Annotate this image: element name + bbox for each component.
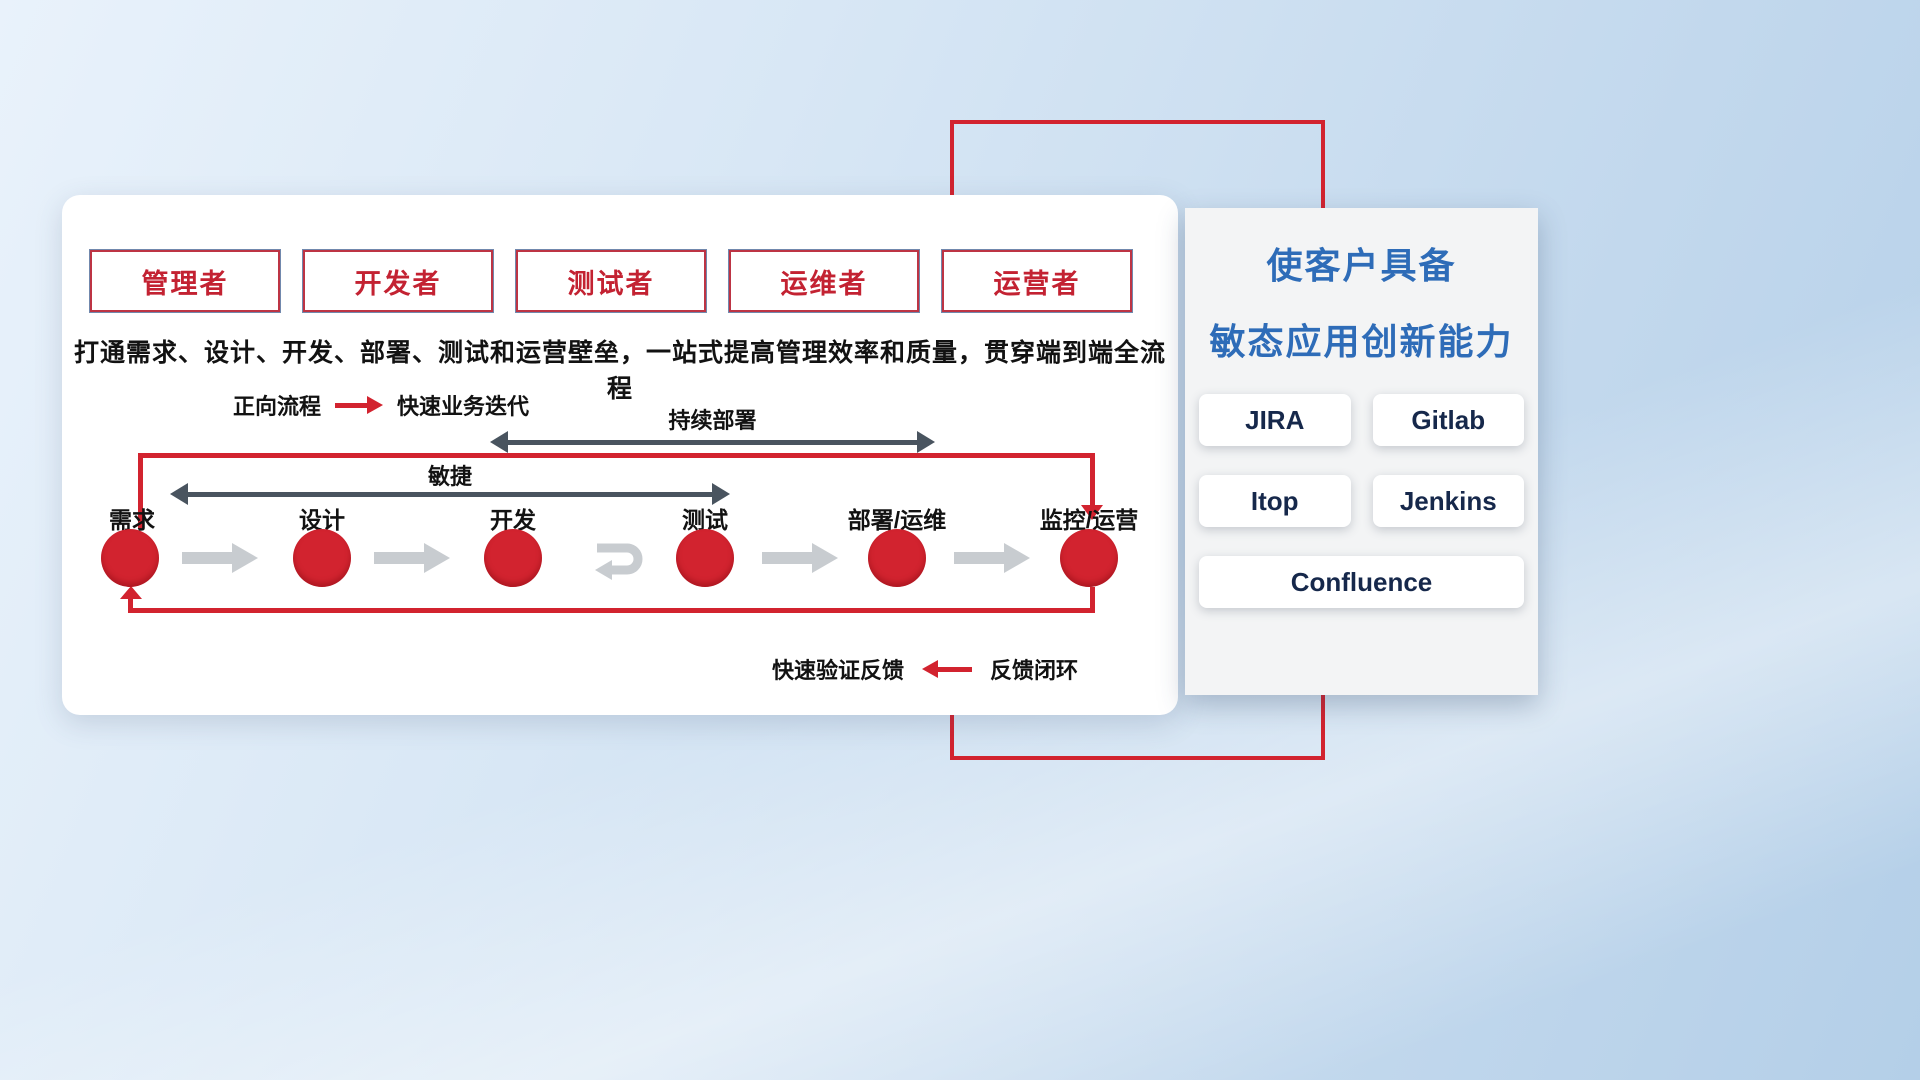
role-box-ops: 运维者: [728, 249, 920, 313]
agile-label: 敏捷: [427, 464, 472, 489]
role-box-manager: 管理者: [89, 249, 281, 313]
tool-jenkins: Jenkins: [1372, 475, 1524, 527]
feedback-loop-up-arrow-icon: [120, 586, 142, 599]
feedback-loop-left-line: [138, 453, 143, 529]
forward-arrow-icon: [335, 395, 384, 415]
flow-arrow-icon: [374, 543, 452, 573]
feedback-label: 反馈闭环: [990, 658, 1079, 683]
flow-arrow-icon: [182, 543, 260, 573]
tools-grid: JIRA Gitlab Itop Jenkins Confluence: [1199, 394, 1524, 608]
feedback-arrow-icon: [922, 659, 973, 679]
node-circle-design: [293, 529, 351, 587]
headline: 打通需求、设计、开发、部署、测试和运营壁垒，一站式提高管理效率和质量，贯穿端到端…: [73, 339, 1166, 403]
main-card: 管理者 开发者 测试者 运维者 运营者 打通需求、设计、开发、部署、测试和运营壁…: [62, 195, 1178, 715]
forward-legend-caption: 快速业务迭代: [397, 394, 530, 419]
panel-title: 使客户具备 敏态应用创新能力: [1185, 246, 1538, 362]
node-circle-development: [484, 529, 542, 587]
panel-title-line1: 使客户具备: [1266, 245, 1457, 286]
right-panel: 使客户具备 敏态应用创新能力 JIRA Gitlab Itop Jenkins …: [1185, 208, 1538, 695]
node-circle-testing: [676, 529, 734, 587]
continuous-deployment-label: 持续部署: [668, 408, 757, 433]
feedback-loop-right-line: [1090, 453, 1095, 505]
continuous-deployment-span-arrow-icon: [490, 431, 935, 453]
forward-legend: 正向流程 快速业务迭代: [233, 391, 529, 419]
role-box-developer: 开发者: [302, 249, 494, 313]
node-label-design: 设计: [299, 507, 345, 533]
loopback-arrow-icon: [595, 543, 643, 580]
feedback-caption: 快速验证反馈: [772, 658, 905, 683]
feedback-loop-bottom-line: [128, 608, 1095, 613]
tool-jira: JIRA: [1199, 394, 1351, 446]
node-circle-monitor-ops: [1060, 529, 1118, 587]
feedback-legend: 快速验证反馈 反馈闭环: [772, 655, 1078, 683]
node-label-development: 开发: [490, 507, 536, 533]
tool-itop: Itop: [1199, 475, 1351, 527]
node-label-requirements: 需求: [109, 507, 155, 533]
feedback-loop-left-join-line: [128, 599, 133, 610]
feedback-loop-top-line: [138, 453, 1095, 458]
feedback-loop-down-arrow-icon: [1081, 505, 1103, 520]
node-label-deploy-ops: 部署/运维: [847, 507, 947, 533]
tool-confluence: Confluence: [1199, 556, 1524, 608]
node-circle-deploy-ops: [868, 529, 926, 587]
flow-arrow-icon: [762, 543, 840, 573]
flow-arrow-icon: [954, 543, 1032, 573]
role-box-operator: 运营者: [941, 249, 1133, 313]
node-circle-requirements: [101, 529, 159, 587]
feedback-loop-right-join-line: [1090, 587, 1095, 608]
tool-gitlab: Gitlab: [1372, 394, 1524, 446]
role-box-tester: 测试者: [515, 249, 707, 313]
agile-span-arrow-icon: [170, 483, 730, 505]
forward-legend-label: 正向流程: [233, 394, 322, 419]
panel-title-line2: 敏态应用创新能力: [1209, 321, 1514, 362]
node-label-testing: 测试: [682, 507, 728, 533]
roles-row: 管理者 开发者 测试者 运维者 运营者: [89, 249, 1133, 313]
node-label-monitor-ops: 监控/运营: [1039, 507, 1139, 533]
